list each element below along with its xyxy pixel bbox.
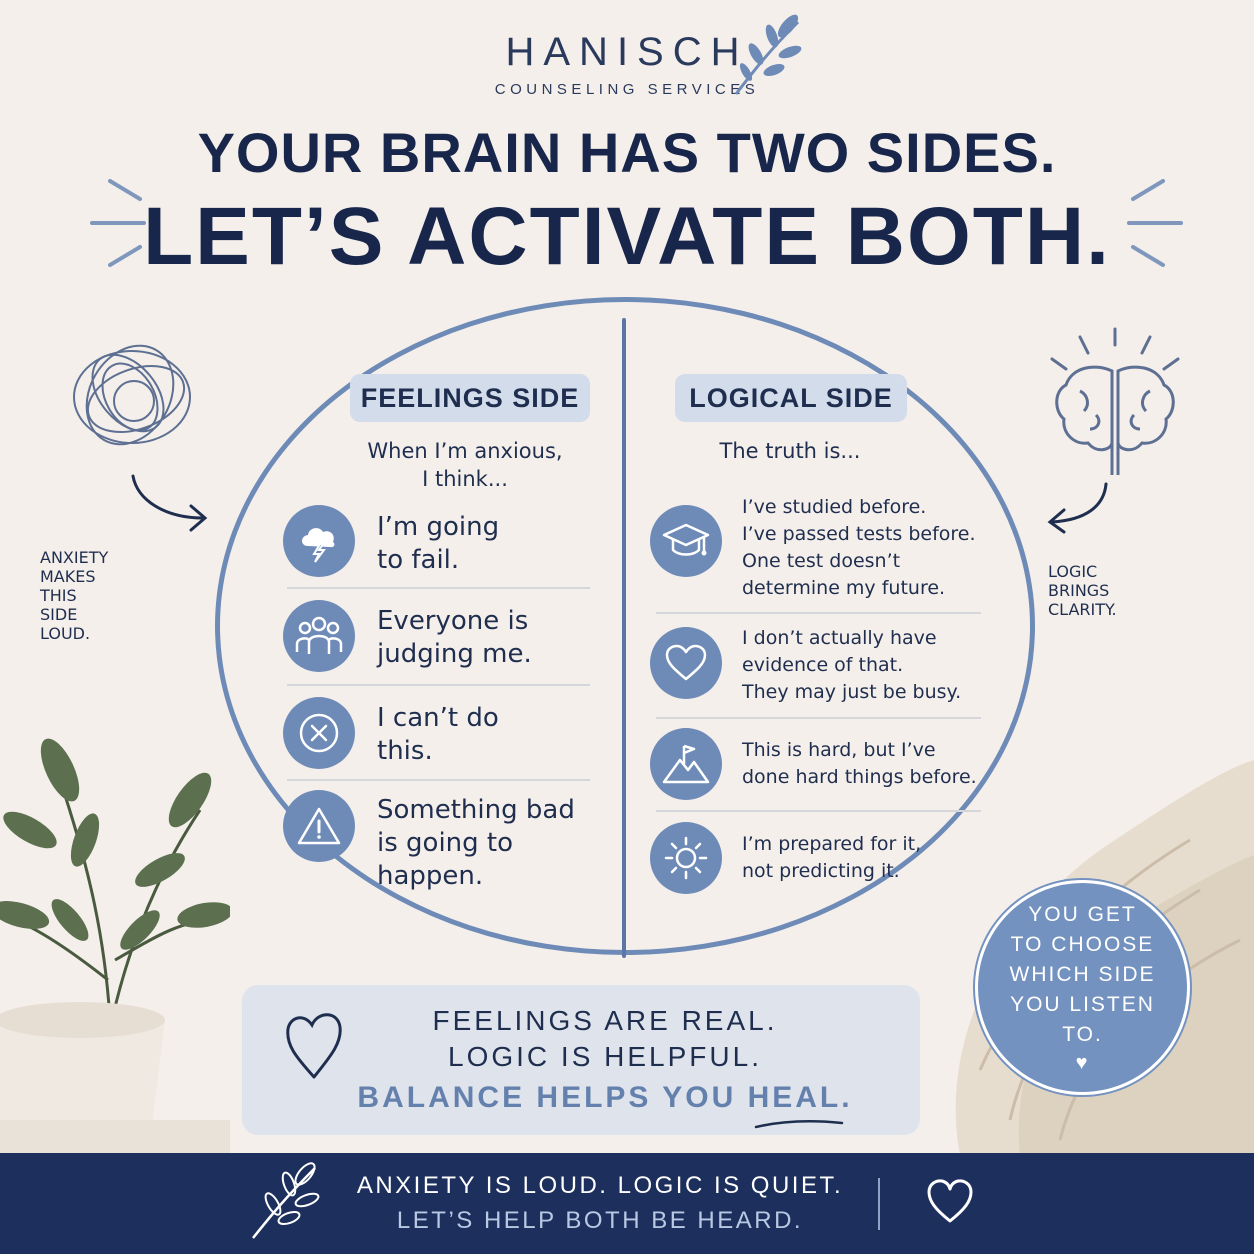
label-line: LOGIC [1048,562,1098,581]
balance-line-2: LOGIC IS HELPFUL. [448,1041,762,1072]
emphasis-dashes-right [1127,179,1183,267]
item-line: this. [377,736,433,766]
row-divider [656,810,981,812]
item-line: I’m prepared for it, [742,833,922,855]
intro-line: When I’m anxious, [367,439,563,463]
logic-item-4: I’m prepared for it, not predicting it. [742,831,987,885]
badge-line: YOU GET [1028,902,1137,926]
anxiety-side-label: ANXIETY MAKES THIS SIDE LOUD. [40,548,205,643]
footer-heart-icon [927,1179,973,1223]
item-line: I can’t do [377,703,499,733]
label-line: MAKES [40,567,96,586]
footer-separator [878,1178,880,1230]
underline-swoosh [754,1120,844,1129]
brand-subtitle: COUNSELING SERVICES [494,81,760,98]
headline-line-2: LET’S ACTIVATE BOTH. [143,191,1111,282]
item-line: I’m going [377,512,500,542]
item-line: They may just be busy. [742,681,962,703]
badge-line: YOU LISTEN [1010,992,1155,1016]
brain-icon [1050,327,1180,475]
curved-arrow-left [131,474,208,532]
item-line: judging me. [377,639,532,669]
item-line: Something bad [377,795,575,825]
x-circle-icon [283,697,355,769]
row-divider [287,587,590,589]
heart-icon [650,627,722,699]
graduation-cap-icon [650,505,722,577]
item-line: evidence of that. [742,654,904,676]
feeling-item-3: I can’t do this. [377,702,607,768]
item-line: is going to [377,828,514,858]
badge-line: WHICH SIDE [1009,962,1156,986]
badge-line: TO. [1062,1022,1103,1046]
feeling-item-1: I’m going to fail. [377,511,607,577]
sun-icon [650,822,722,894]
people-icon [283,600,355,672]
footer-banner [0,1153,1254,1254]
balance-line-3: BALANCE HELPS YOU HEAL. [357,1081,853,1114]
headline-line-1: YOUR BRAIN HAS TWO SIDES. [197,121,1057,184]
feeling-item-4: Something bad is going to happen. [377,794,607,893]
logic-item-2: I don’t actually have evidence of that. … [742,625,987,706]
balance-line-1: FEELINGS ARE REAL. [432,1005,778,1036]
row-divider [287,684,590,686]
label-line: CLARITY. [1048,600,1117,619]
curved-arrow-right [1047,482,1108,534]
intro-line: I think... [422,467,508,491]
small-heart-icon: ♥ [1075,1051,1090,1074]
brand-logo: HANISCH COUNSELING SERVICES [0,30,1254,98]
logical-side-header: LOGICAL SIDE [675,374,907,422]
item-line: One test doesn’t [742,550,901,572]
balance-message-box [242,985,920,1135]
label-line: SIDE [40,605,78,624]
item-line: to fail. [377,545,460,575]
item-line: Everyone is [377,606,529,636]
potted-plant-illustration [0,738,230,1160]
emphasis-dashes-left [90,179,146,267]
logic-side-label: LOGIC BRINGS CLARITY. [1048,562,1208,619]
logic-item-3: This is hard, but I’ve done hard things … [742,737,987,791]
footer-line-2: LET’S HELP BOTH BE HEARD. [396,1207,804,1234]
feelings-side-header: FEELINGS SIDE [350,374,590,422]
feelings-intro: When I’m anxious, I think... [330,437,600,493]
row-divider [656,717,981,719]
item-line: This is hard, but I’ve [742,739,936,761]
choose-side-badge: YOU GET TO CHOOSE WHICH SIDE YOU LISTEN … [975,880,1190,1095]
storm-cloud-icon [283,505,355,577]
logical-intro: The truth is... [719,439,861,463]
row-divider [656,612,981,614]
item-line: I’ve studied before. [742,496,927,518]
item-line: happen. [377,861,484,891]
item-line: I don’t actually have [742,627,937,649]
footer-line-1: ANXIETY IS LOUD. LOGIC IS QUIET. [356,1172,844,1199]
item-line: not predicting it. [742,860,900,882]
label-line: THIS [40,586,77,605]
footer-leaf-sprig-icon [252,1162,320,1239]
feeling-item-2: Everyone is judging me. [377,605,607,671]
item-line: determine my future. [742,577,946,599]
item-line: I’ve passed tests before. [742,523,976,545]
center-divider [622,318,626,958]
outline-heart-icon [286,1013,342,1079]
label-line: LOUD. [40,624,91,643]
badge-line: TO CHOOSE [1010,932,1155,956]
label-line: BRINGS [1048,581,1110,600]
item-line: done hard things before. [742,766,977,788]
row-divider [287,779,590,781]
label-line: ANXIETY [40,548,109,567]
leaf-sprig-icon [734,14,802,95]
choose-text: YOU GET TO CHOOSE WHICH SIDE YOU LISTEN … [998,900,1168,1076]
brand-name: HANISCH [505,30,749,74]
tangled-scribble-icon [73,344,191,446]
logic-item-1: I’ve studied before. I’ve passed tests b… [742,494,987,602]
mountain-flag-icon [650,728,722,800]
warning-icon [283,790,355,862]
